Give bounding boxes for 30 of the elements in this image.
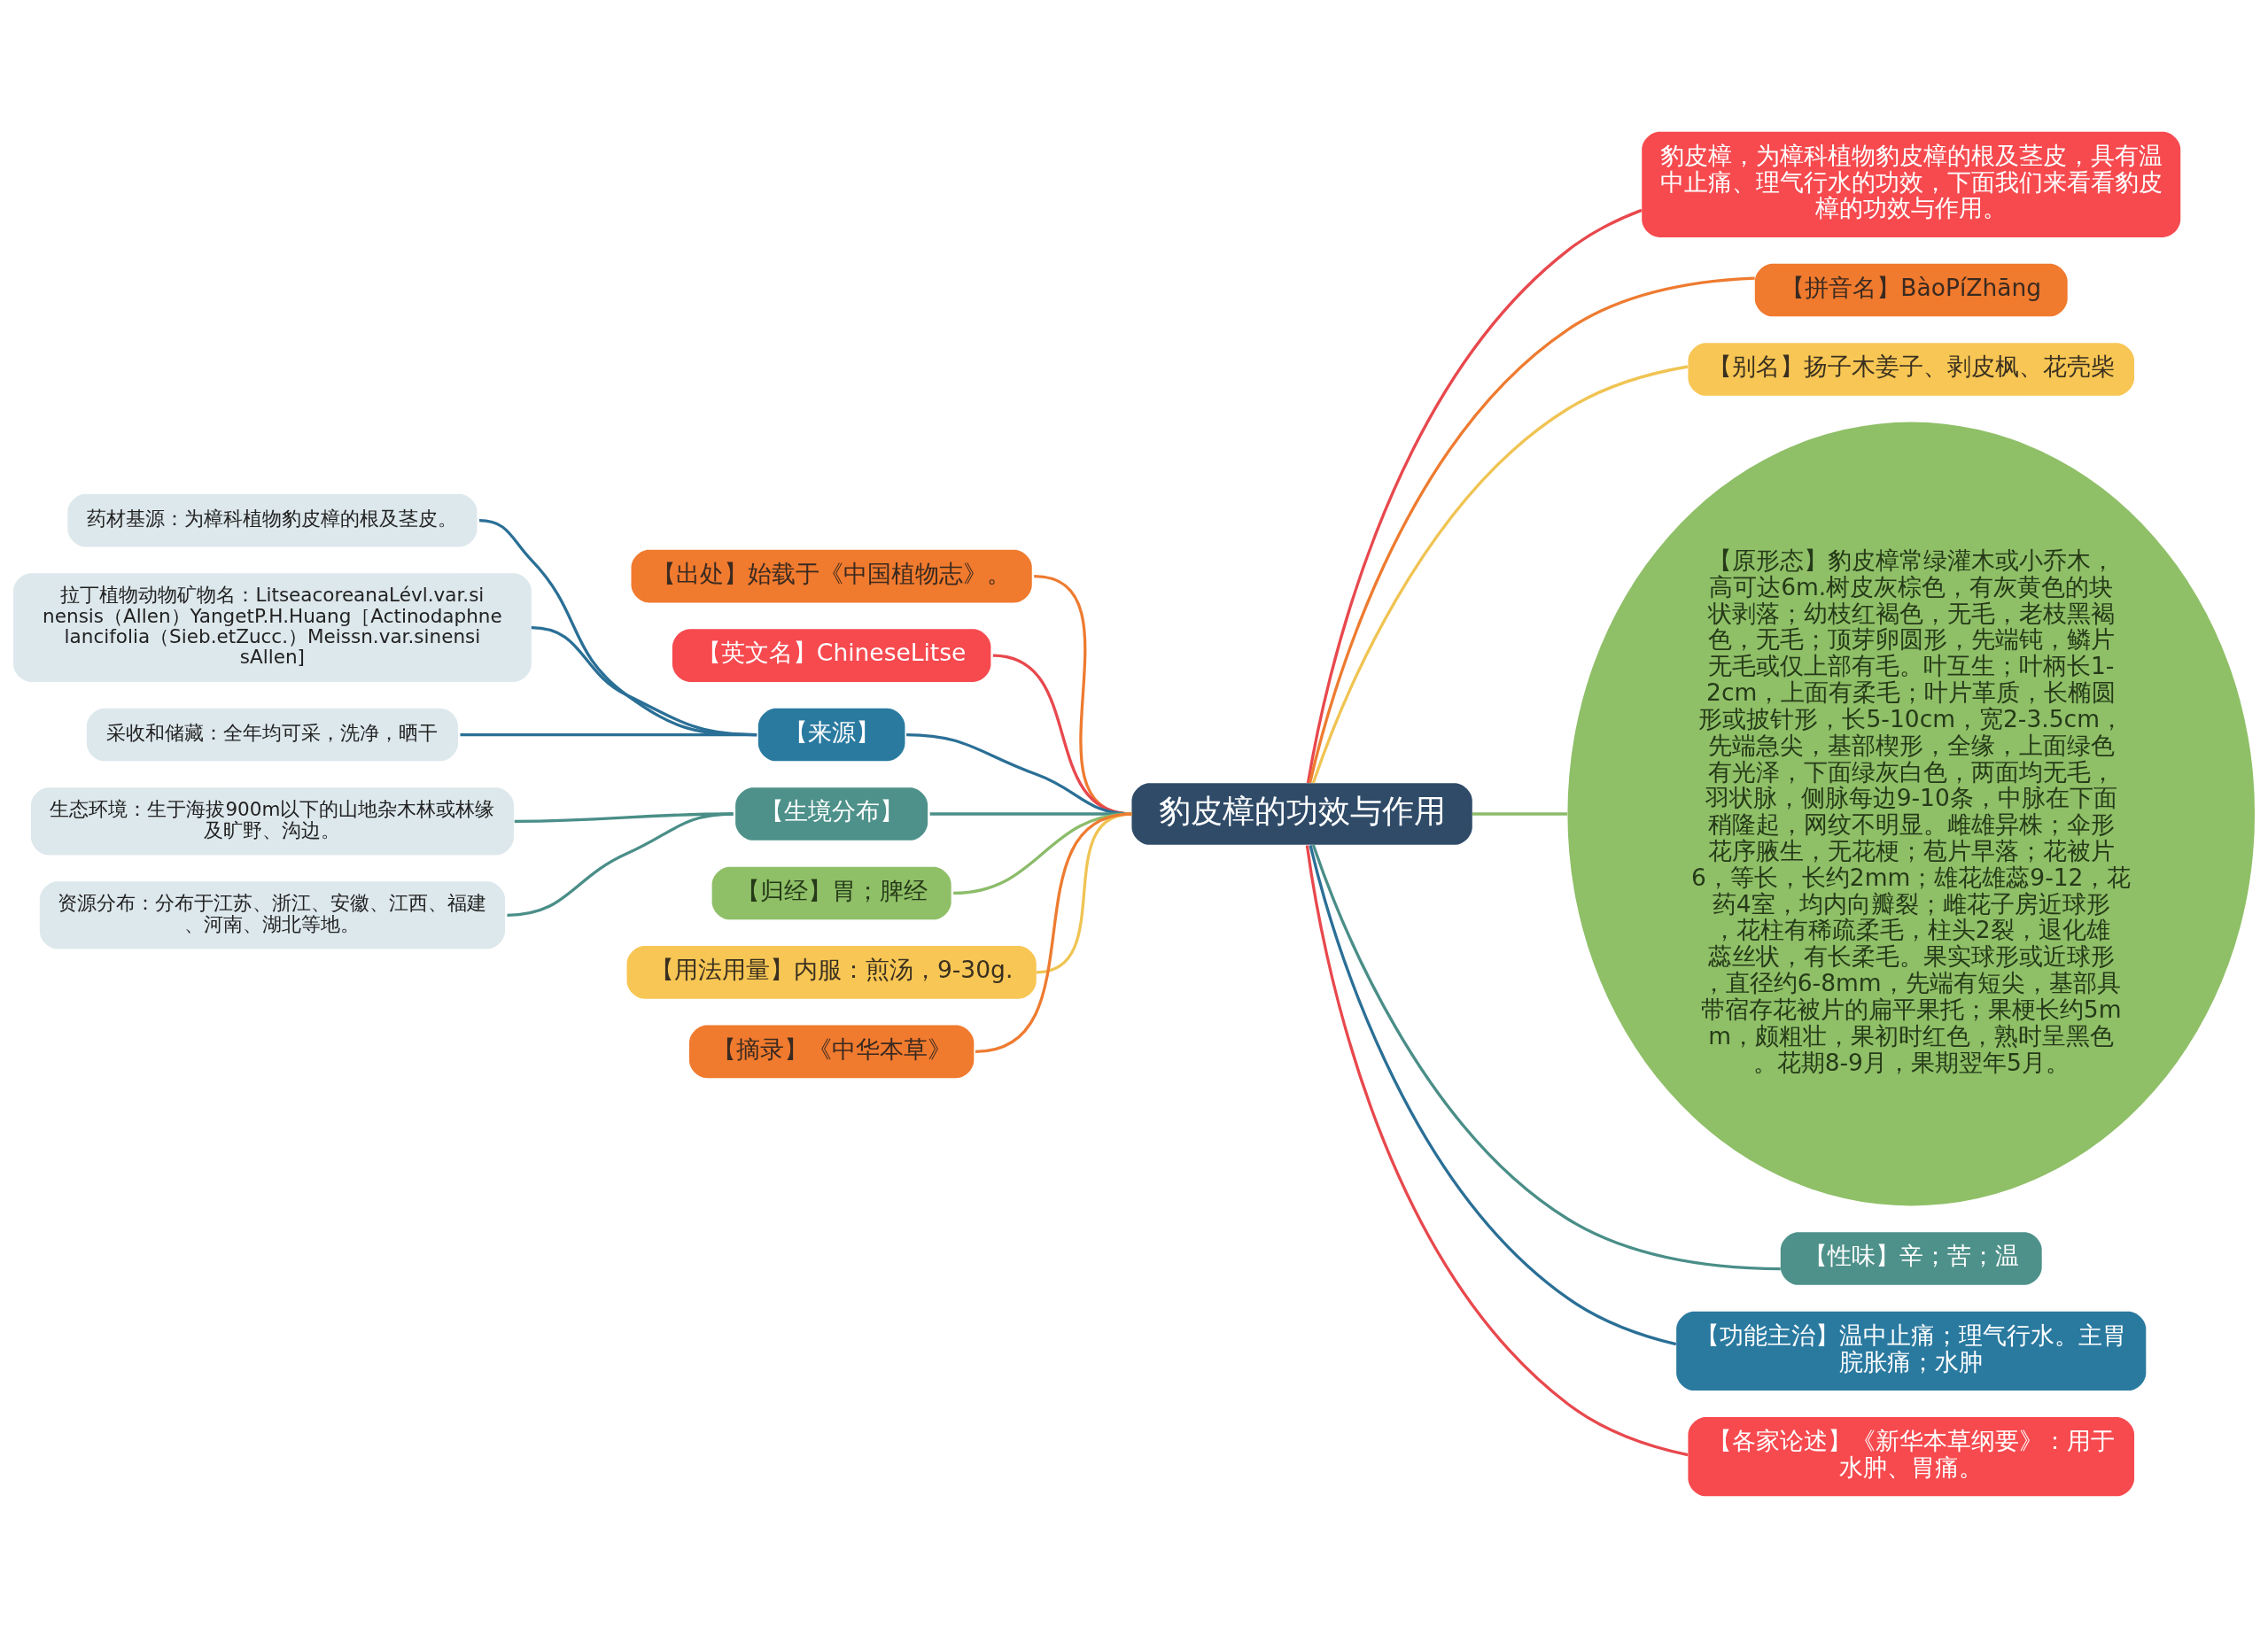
node-box: 【各家论述】《新华本草纲要》：用于水肿、胃痛。 — [1688, 1416, 2135, 1496]
connector — [1309, 276, 1755, 783]
node-box: 药材基源：为樟科植物豹皮樟的根及茎皮。 — [67, 493, 478, 546]
connector — [507, 811, 734, 917]
node-box: 【功能主治】温中止痛；理气行水。主胃脘胀痛；水肿 — [1676, 1311, 2147, 1391]
connector — [1472, 811, 1567, 816]
node-box: 【摘录】《中华本草》 — [688, 1025, 975, 1078]
node-box: 豹皮樟，为樟科植物豹皮樟的根及茎皮，具有温中止痛、理气行水的功效，下面我们来看看豹皮樟的功效与作用。 — [1642, 131, 2181, 237]
connector — [1309, 844, 1677, 1345]
node-box: 【归经】胃；脾经 — [711, 866, 951, 919]
connector — [1306, 208, 1643, 783]
node-box: 资源分布：分布于江苏、浙江、安徽、江西、福建、河南、湖北等地。 — [39, 880, 505, 949]
node-box: 豹皮樟的功效与作用 — [1131, 782, 1472, 845]
connector — [1311, 844, 1781, 1270]
node-box: 【生境分布】 — [735, 786, 928, 841]
node-box: 生态环境：生于海拔900m以下的山地杂木林或林缘及旷野、沟边。 — [30, 786, 514, 855]
node-ellipse: 【原形态】豹皮樟常绿灌木或小乔木，高可达6m.树皮灰棕色，有灰黄色的块状剥落；幼枝红褐色，无毛，老枝黑褐色，无毛；顶芽卵圆形，先端钝，鳞片无毛或仅上部有毛。叶互生；叶柄长1-2cm，上面有柔毛；叶片革质，长椭圆形或披针形，长5-10cm，宽2-3.5cm，先端急尖，基部楔形，全缘，上面绿色有光泽，下面绿灰白色，两面均无毛，羽状脉，侧脉每边9-10条，中脉在下面稍隆起，网纹不明显。雌雄异株；伞形花序腋生，无花梗；苞片早落；花被片6，等长，长约2mm；雄花雄蕊9-12，花药4室，均内向瓣裂；雌花子房近球形，花柱有稀疏柔毛，柱头2裂，退化雄蕊丝状，有长柔毛。果实球形或近球形，直径约6-8mm，先端有短尖，基部具带宿存花被片的扁平果托；果梗长约5mm，颇粗壮，果初时红色，熟时呈黑色。花期8-9月，果期翌年5月。 — [1567, 422, 2256, 1205]
connector — [1311, 364, 1689, 783]
node-box: 拉丁植物动物矿物名：LitseacoreanaLévl.var.sinensis（Allen）YangetP.H.Huang［Actinodaphnelancifolia（Sieb.etZucc.）Meissn.var.sinensisAllen] — [13, 572, 532, 682]
node-box: 【用法用量】内服：煎汤，9-30g. — [626, 945, 1037, 999]
node-box: 【英文名】ChineseLitse — [672, 628, 991, 682]
connector — [460, 732, 757, 736]
node-box: 【别名】扬子木姜子、剥皮枫、花壳柴 — [1688, 342, 2135, 396]
node-box: 采收和储藏：全年均可采，洗净，晒干 — [86, 708, 458, 761]
connector — [1305, 844, 1689, 1456]
connector — [975, 811, 1132, 1053]
node-box: 【来源】 — [757, 708, 905, 761]
node-box: 【性味】辛；苦；温 — [1780, 1231, 2042, 1285]
node-box: 【出处】始载于《中国植物志》。 — [631, 549, 1032, 602]
node-box: 【拼音名】BàoPíZhāng — [1754, 263, 2068, 316]
